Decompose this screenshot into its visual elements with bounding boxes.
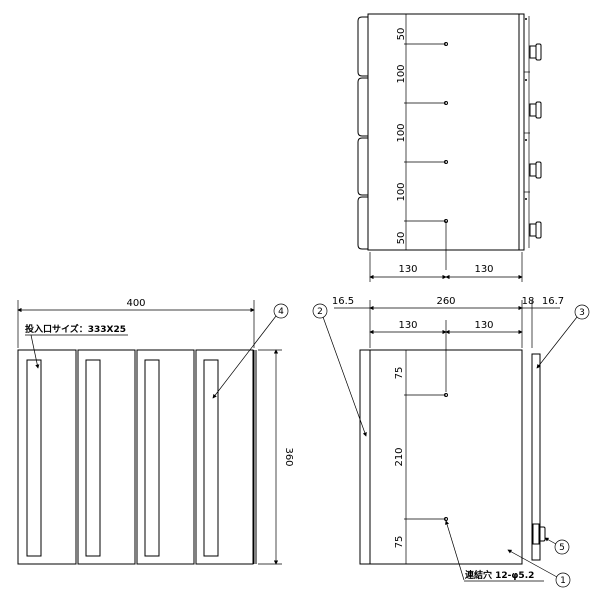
side-hdim-right: 130 [474,264,493,275]
rear-body-outline [359,349,523,565]
rear-vdim-bottom: 75 [394,536,405,549]
door-slot-1 [26,359,42,557]
door-slot-3 [144,359,160,557]
balloon-1-label: 1 [560,576,566,586]
door-panel-3 [136,349,195,565]
rear-side-rail [531,353,541,561]
knob-1 [529,43,542,61]
side-vdim-1: 50 [396,28,407,41]
door-panel-4 [195,349,254,565]
rear-dim-16-5: 16.5 [332,296,354,307]
side-hole-rows [404,13,448,270]
rear-view: 16.5 260 18 16.7 130 130 75 210 75 [312,296,590,588]
rear-vdim-top: 75 [394,367,405,380]
rear-vdim-mid: 210 [394,447,405,466]
side-flap-1 [357,16,368,77]
front-slot-note: 投入口サイズ：333X25 [25,323,126,335]
rear-dim-18: 18 [522,296,535,307]
front-view: 400 投入口サイズ：333X25 360 4 [17,298,294,565]
knob-4 [529,221,542,239]
balloon-4-label: 4 [278,307,284,317]
door-slot-4 [203,359,219,557]
rear-subdim-left: 130 [398,320,417,331]
side-flap-4 [357,196,368,250]
side-vdim-2: 100 [396,64,407,83]
rear-subdim-right: 130 [474,320,493,331]
front-width-dim: 400 [126,298,145,309]
balloon-4 [273,303,289,319]
rear-hole-note: 連結穴 12-φ5.2 [465,569,534,581]
balloon-1 [555,572,571,588]
balloon-5-label: 5 [559,543,565,553]
door-slot-2 [85,359,101,557]
side-body-outline [367,13,525,251]
side-vdim-5: 50 [396,232,407,245]
side-view: 50 100 100 100 50 130 130 [357,13,542,282]
side-flap-3 [357,137,368,196]
side-flap-2 [357,77,368,137]
balloon-2-label: 2 [317,307,323,317]
balloon-5 [554,539,570,555]
balloon-3-label: 3 [579,308,585,318]
side-hdim-left: 130 [398,264,417,275]
rear-knob [532,523,546,545]
knob-3 [529,161,542,179]
knob-2 [529,101,542,119]
side-vdim-3: 100 [396,123,407,142]
door-panel-2 [77,349,136,565]
rear-dim-260: 260 [436,296,455,307]
front-height-dim: 360 [283,447,294,466]
side-vdim-4: 100 [396,182,407,201]
door-panel-1 [17,349,77,565]
balloon-3 [574,304,590,320]
rear-dim-16-7: 16.7 [542,296,564,307]
balloon-2 [312,303,328,319]
